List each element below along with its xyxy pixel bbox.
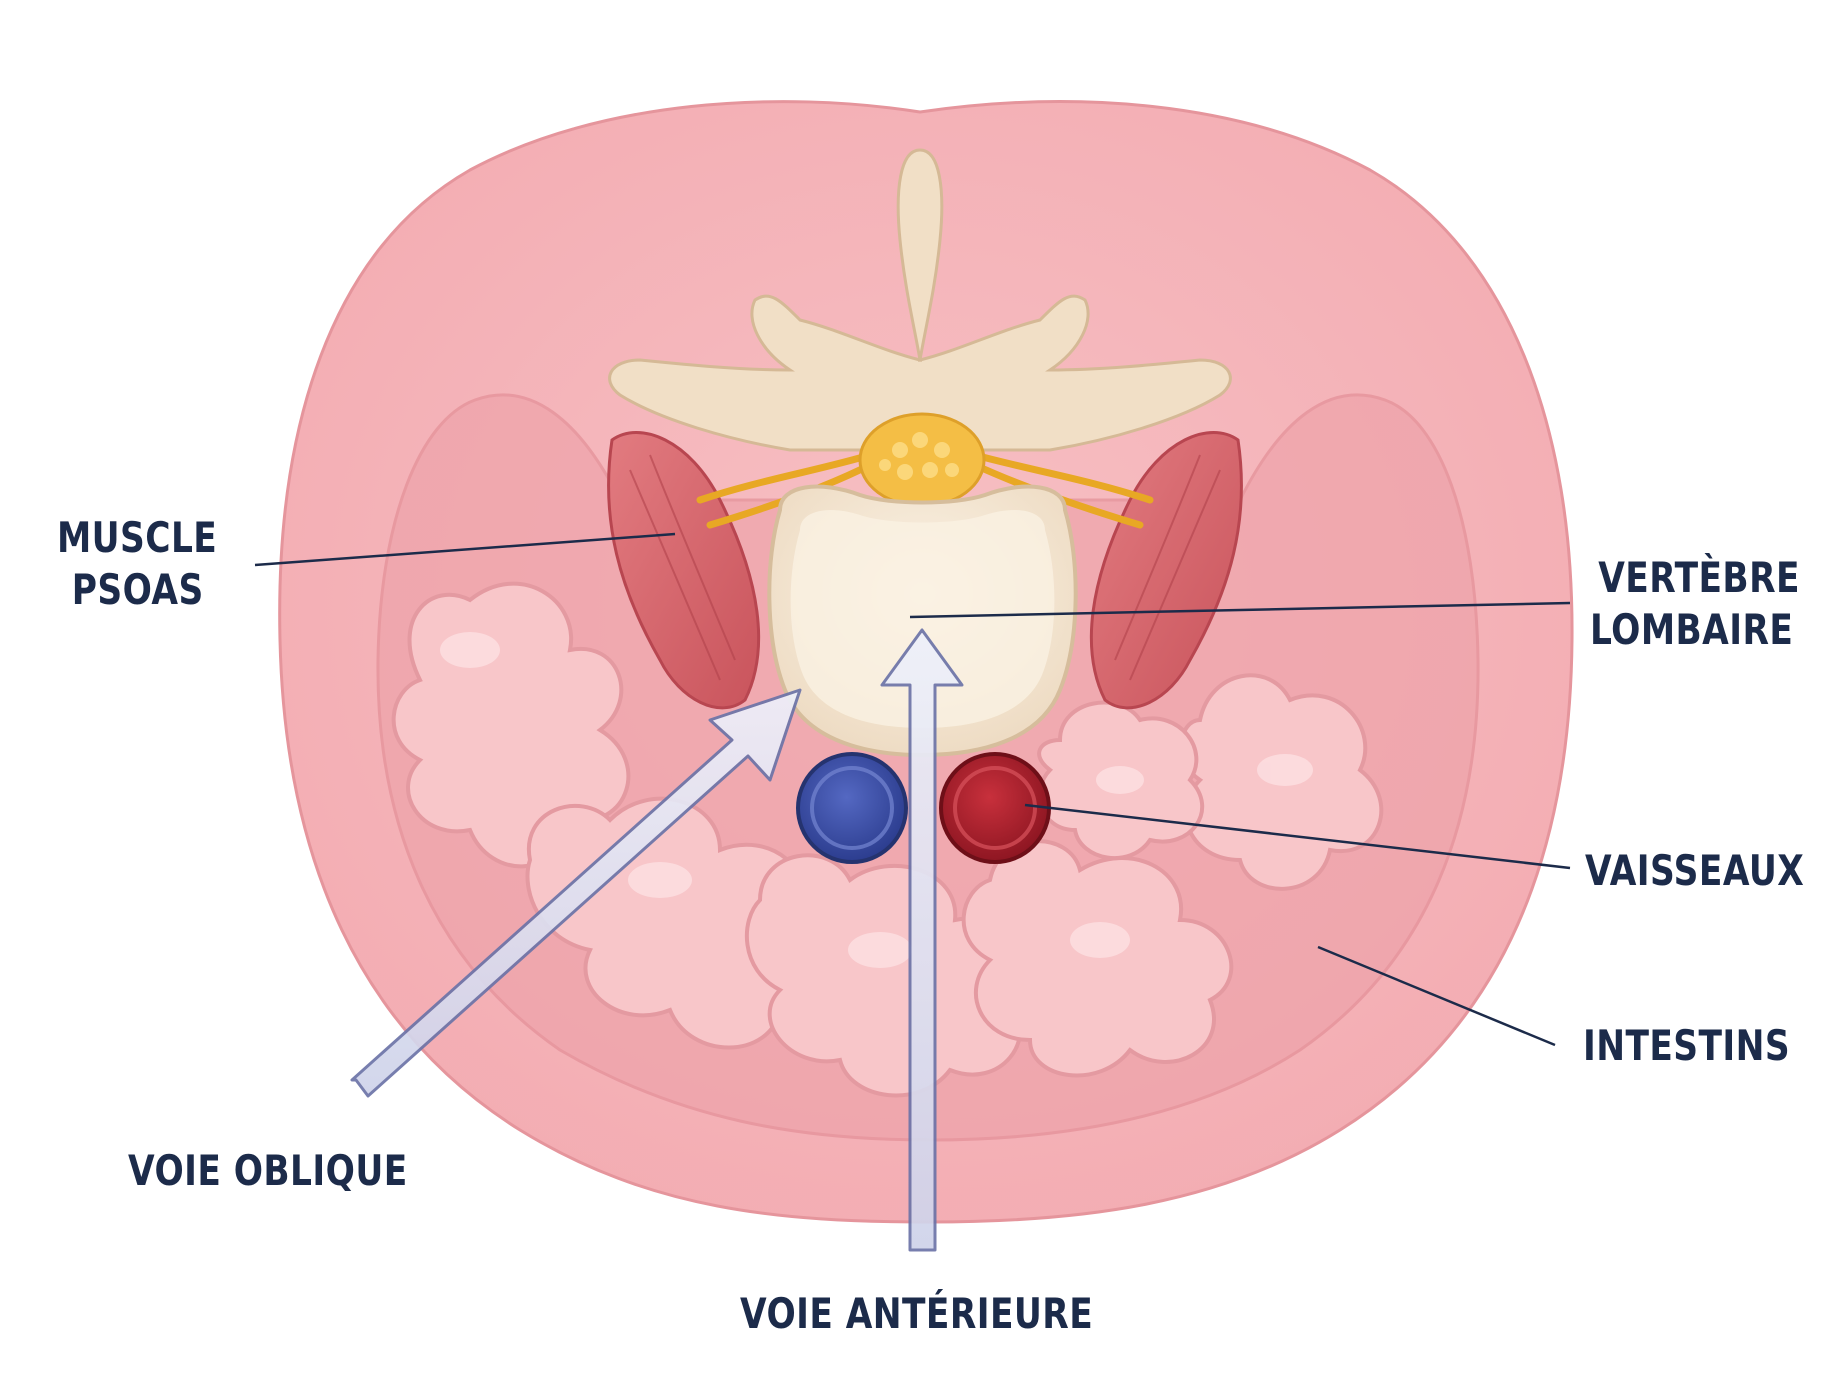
anterior-approach-arrow [880,628,964,1252]
leader-lines [254,532,1571,1047]
label-oblique-approach: VOIE OBLIQUE [128,1145,408,1197]
label-vessels-text: VAISSEAUX [1585,846,1805,895]
label-psoas-line1: MUSCLE [57,513,218,562]
cord-fibers [879,432,959,480]
psoas-muscle-left [607,431,761,710]
label-vertebra-line2: LOMBAIRE [1590,605,1794,654]
label-psoas-muscle: MUSCLE PSOAS [57,512,217,616]
label-oblique-text: VOIE OBLIQUE [128,1146,408,1195]
label-anterior-approach: VOIE ANTÉRIEURE [740,1288,1093,1340]
label-vessels: VAISSEAUX [1585,845,1804,897]
label-psoas-line2: PSOAS [71,565,204,614]
oblique-approach-arrow [350,688,802,1098]
psoas-muscle-right [1089,431,1243,710]
disc-nucleus [790,510,1055,728]
muscle-fibers [629,454,1221,681]
spinal-cord [858,412,986,508]
label-anterior-text: VOIE ANTÉRIEURE [740,1289,1094,1338]
artery [939,752,1051,864]
label-lumbar-vertebra: VERTÈBRE LOMBAIRE [1590,552,1800,656]
label-vertebra-line1: VERTÈBRE [1598,553,1800,602]
label-intestines-text: INTESTINS [1583,1021,1791,1070]
vein [796,752,908,864]
intestine-highlights [440,632,1313,968]
label-intestines: INTESTINS [1583,1020,1790,1072]
